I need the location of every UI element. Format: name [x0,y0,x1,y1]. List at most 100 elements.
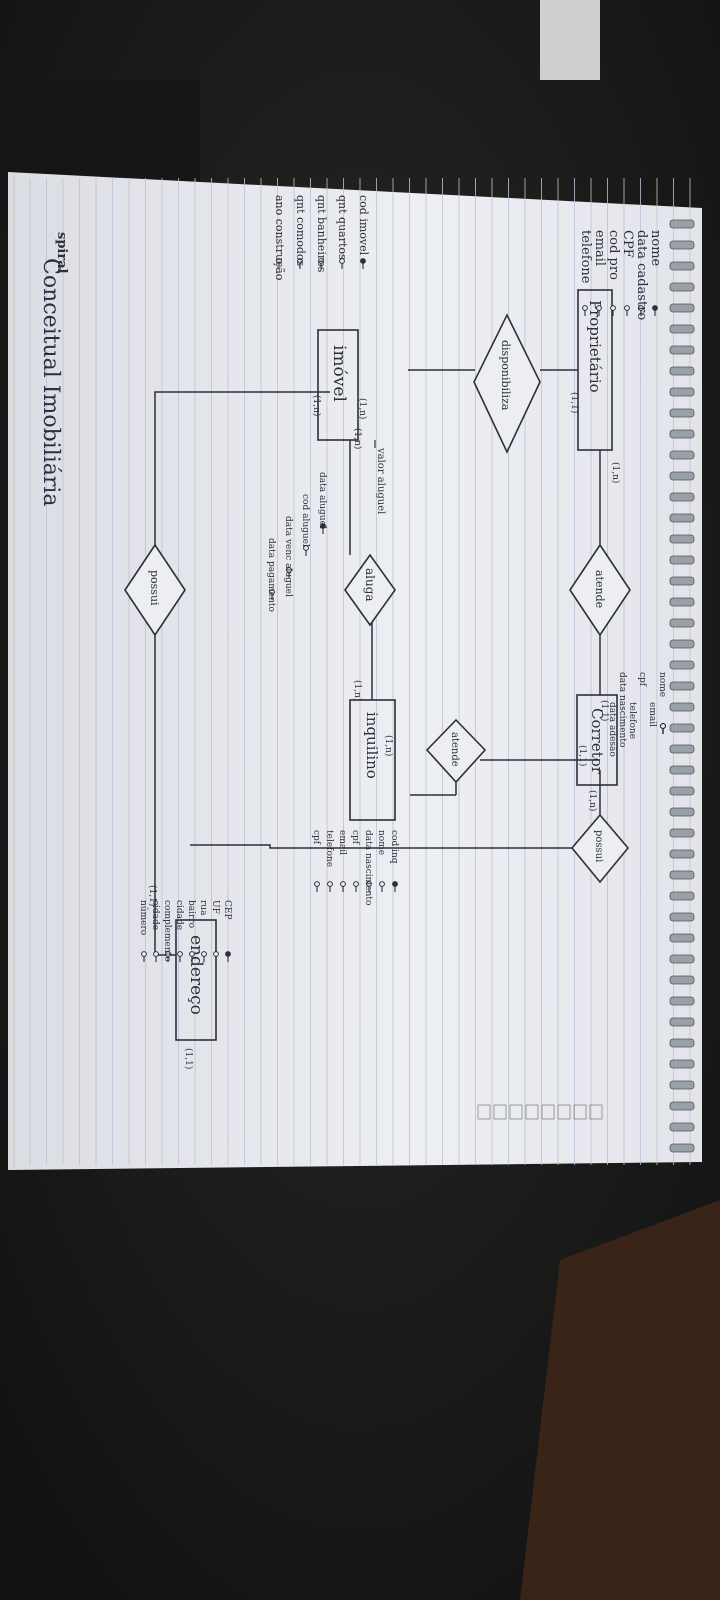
attribute-label: cpf [637,672,647,687]
attribute-label: número [138,900,149,935]
attribute-label: data nascimento [363,830,373,905]
spiral-ring [669,954,695,964]
attribute-label: cidade [150,900,160,930]
date-box [525,1104,539,1120]
attribute-label: qnt comodos [294,195,307,267]
attribute-marker [320,523,326,529]
attribute-label: telefone [324,830,334,867]
attribute-marker [286,567,292,573]
relationship-label: atende [449,732,460,767]
spiral-ring [669,366,695,376]
spiral-ring [669,639,695,649]
attribute-label: telefone [578,230,593,284]
spiral-ring [669,555,695,565]
diagram-title: Conceitual Imobiliária [38,258,63,507]
spiral-ring [669,996,695,1006]
spiral-ring [669,786,695,796]
relationship-label: aluga [363,568,377,602]
spiral-ring [669,471,695,481]
spiral-ring [669,324,695,334]
relationship-possui-2: possui [570,813,630,884]
spiral-ring [669,870,695,880]
attribute-label: cod imovel [357,195,370,256]
cardinality: (1,n) [587,790,598,811]
cardinality: (1,1) [569,392,580,413]
cardinality: (1,n) [383,735,394,756]
entity-corretor: Corretor [576,694,618,786]
relationship-disponibiliza: disponibiliza [473,313,541,454]
spiral-ring [669,702,695,712]
spiral-ring [669,408,695,418]
attribute-label: email [592,230,607,266]
spiral-ring [669,429,695,439]
attribute-marker [269,589,275,595]
attribute-marker [340,881,346,887]
attribute-label: qnt quartos [336,195,349,260]
attribute-label: email [647,702,657,727]
spiral-ring [669,681,695,691]
relationship-label: disponibiliza [499,340,512,411]
relationship-label: possui [593,830,604,862]
entity-inquilino: inquilino [349,699,396,821]
attribute-marker [596,305,602,311]
attribute-label: bairro [186,900,196,928]
date-box [589,1104,603,1120]
spiral-ring [669,450,695,460]
attribute-label: CPF [620,230,635,258]
attribute-marker [177,951,183,957]
spiral-ring [669,849,695,859]
attribute-marker [165,951,171,957]
spiral-ring [669,261,695,271]
spiral-ring [669,912,695,922]
attribute-marker [582,305,588,311]
entity-imovel: imóvel [317,329,359,441]
brand-label: spiral [54,232,69,274]
relationship-label: possui [148,570,161,606]
cardinality: (1,1) [599,700,610,721]
relationship-possui-1: possui [124,543,186,637]
attribute-marker [353,881,359,887]
attribute-marker [314,881,320,887]
spiral-ring [669,1122,695,1132]
attribute-marker [638,305,644,311]
spiral-ring [669,597,695,607]
attribute-label: cpf [350,830,360,845]
date-box [509,1104,523,1120]
attribute-marker [360,258,366,264]
attributes-imovel: cod imovel qnt quartos qnt banheiros qnt co… [273,195,370,281]
entity-label: endereço [186,935,206,1015]
attribute-marker [297,258,303,264]
brown-surface [520,1200,720,1600]
spiral-ring [669,1059,695,1069]
cardinalities: (1,n) (1,1) (1,n) (1,n) (1,n) (1,1) (1,1… [147,392,621,1069]
attribute-marker [189,951,195,957]
date-box [493,1104,507,1120]
attribute-label: cod pro [606,230,621,280]
spiral-ring [669,282,695,292]
attribute-label: nome [376,830,386,855]
attribute-label: data adesão [607,702,618,757]
attribute-label: nome [657,672,667,697]
spiral-ring [669,807,695,817]
date-box [573,1104,587,1120]
attribute-label: qnt banheiros [315,195,328,273]
attribute-marker [318,258,324,264]
spiral-ring [669,1101,695,1111]
attribute-label: data pagamento [266,538,276,612]
attribute-label: cpf [311,830,321,845]
spiral-ring [669,576,695,586]
attribute-marker [276,258,282,264]
attribute-marker [366,881,372,887]
attribute-marker [392,881,398,887]
spiral-ring [669,828,695,838]
attribute-label: valor aluguel [375,447,386,514]
attribute-marker [213,951,219,957]
attribute-marker [303,545,309,551]
spiral-ring [669,240,695,250]
attribute-label: complemento [162,900,172,962]
spiral-ring [669,618,695,628]
spiral-ring [669,765,695,775]
spiral-ring [669,744,695,754]
